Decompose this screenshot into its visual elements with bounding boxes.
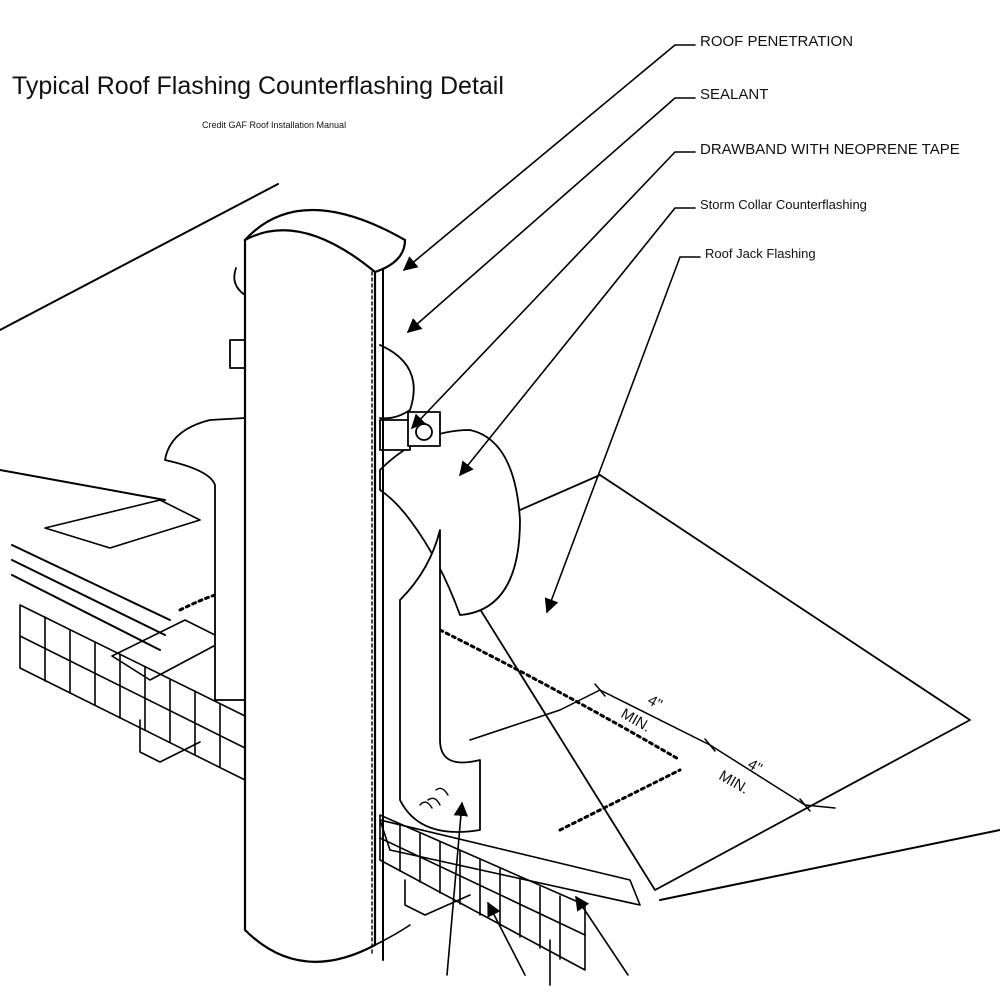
drawing-credit: Credit GAF Roof Installation Manual [202, 120, 347, 130]
leader-drawband [411, 152, 695, 430]
callout-storm-collar: Storm Collar Counterflashing [700, 197, 867, 212]
drawing-title: Typical Roof Flashing Counterflashing De… [12, 72, 504, 100]
callout-sealant: SEALANT [700, 86, 769, 103]
pipe-body [245, 240, 375, 962]
leader-bottom-1 [447, 801, 469, 975]
left-lower-sheet [112, 620, 225, 680]
leader-bottom-3 [576, 895, 628, 975]
right-insulation-grid [380, 815, 585, 970]
deck-rail-1 [12, 545, 170, 620]
roof-jack-flashing-base [440, 475, 970, 890]
left-support-bracket [140, 720, 200, 762]
left-insulation-grid [20, 605, 245, 780]
storm-collar-left [165, 418, 245, 700]
deck-rail-3 [12, 575, 160, 650]
callout-drawband: DRAWBAND WITH NEOPRENE TAPE [700, 141, 960, 158]
seam-bead-left [180, 595, 215, 610]
sealant-bead [380, 345, 414, 418]
leader-sealant [406, 98, 695, 333]
callout-roof-penetration: ROOF PENETRATION [700, 33, 854, 50]
right-support-bracket [405, 880, 470, 915]
left-membrane-sheet [45, 500, 200, 548]
seam-bead-upper [440, 630, 680, 760]
callout-roof-jack: Roof Jack Flashing [705, 246, 816, 261]
leader-roof-jack [544, 257, 700, 614]
pipe-top-rim [245, 210, 405, 272]
leader-bottom-2 [488, 901, 525, 975]
drawband-clamp-back [230, 340, 245, 368]
roof-edge-line [0, 184, 278, 330]
dimension-lines [560, 684, 835, 811]
deck-rail-2 [12, 560, 165, 635]
right-membrane-strip [380, 820, 640, 905]
roof-deck-line [0, 470, 165, 500]
seam-bead-lower [560, 770, 680, 830]
callout-leaders [402, 45, 700, 975]
roof-jack-sleeve [400, 530, 480, 832]
leader-roof-penetration [402, 45, 695, 271]
leader-storm-collar [459, 208, 695, 477]
roof-lower-edge [660, 830, 1000, 900]
drawband-clamp-left [380, 420, 410, 450]
storm-collar-right [380, 430, 520, 615]
